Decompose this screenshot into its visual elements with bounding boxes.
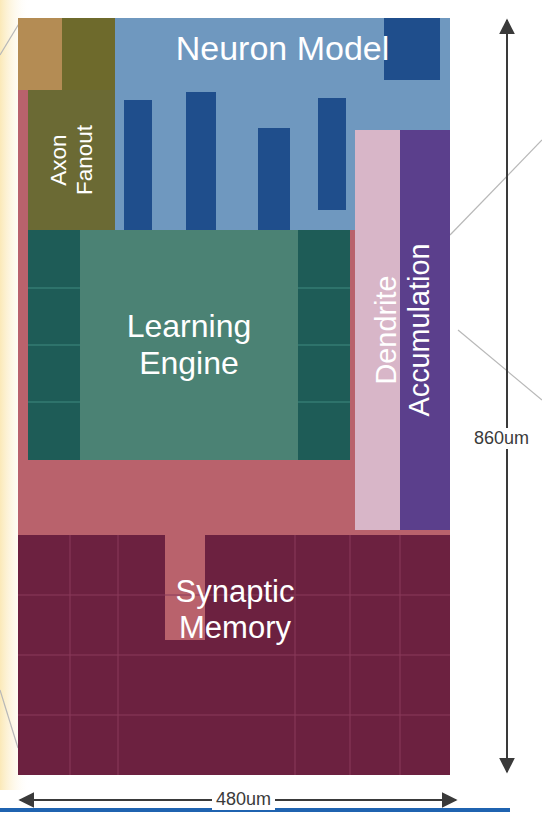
die-region: [28, 90, 115, 230]
dimension-label: 480um: [212, 789, 275, 810]
leader-line: [458, 330, 542, 400]
region-label: Neuron Model: [176, 29, 390, 68]
die-region: [62, 18, 115, 90]
die-ground: [18, 18, 450, 775]
region-label-box: Synaptic Memory: [95, 555, 375, 665]
region-label-box: Axon Fanout: [28, 90, 115, 230]
region-label: Synaptic Memory: [160, 574, 310, 645]
leader-line: [450, 140, 542, 235]
die-region: [18, 535, 450, 775]
leader-line: [0, 690, 18, 748]
rotated-label: Axon Fanout: [46, 105, 98, 215]
region-label-box: Learning Engine: [80, 280, 298, 410]
rotated-label: Dendrite Accumulation: [369, 215, 435, 445]
region-label-box: Dendrite Accumulation: [355, 130, 450, 530]
die-region: [115, 18, 450, 130]
region-label-box: Neuron Model: [115, 18, 450, 80]
dimension-arrow: [506, 20, 508, 772]
region-label: Axon Fanout: [46, 105, 98, 215]
array-grid: [28, 288, 350, 402]
memory-array: [298, 230, 350, 460]
array-grid: [18, 535, 450, 775]
die-region: [28, 230, 350, 460]
die-region: [18, 18, 62, 90]
region-label: Learning Engine: [109, 308, 269, 382]
memory-array: [28, 230, 80, 460]
dimension-label: 860um: [470, 428, 533, 449]
region-label: Dendrite Accumulation: [369, 215, 435, 445]
leader-line: [0, 22, 20, 55]
